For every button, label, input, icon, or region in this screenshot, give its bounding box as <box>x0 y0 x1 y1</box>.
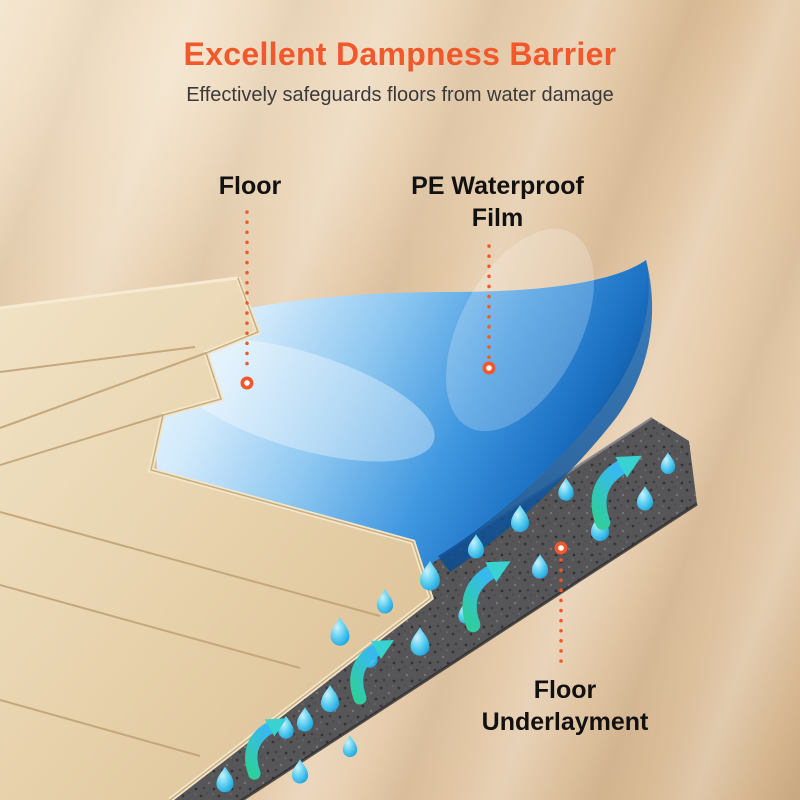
page-subtitle: Effectively safeguards floors from water… <box>186 84 614 106</box>
pe-film-shape <box>150 228 653 579</box>
underlayment-label-line2: Underlayment <box>481 708 649 736</box>
film-label-line2: Film <box>471 204 524 232</box>
floor-anchor-dot-center <box>244 380 250 386</box>
leader-lines <box>240 210 568 670</box>
water-droplet-icon <box>342 735 358 757</box>
film-label-line1: PE Waterproof <box>411 172 584 200</box>
floor-label-text: Floor <box>218 172 282 200</box>
pe-waterproof-film-label: PE Waterproof Film <box>385 170 610 234</box>
film-anchor-dot-center <box>486 365 492 371</box>
underlayment-anchor-dot-center <box>558 545 564 551</box>
underlayment-label-line1: Floor <box>533 676 597 704</box>
floor-underlayment-label: Floor Underlayment <box>440 674 690 738</box>
floor-label: Floor <box>180 170 320 202</box>
page-title: Excellent Dampness Barrier <box>183 36 617 72</box>
